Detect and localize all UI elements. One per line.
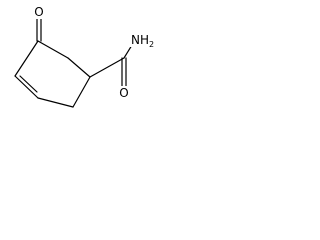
bond-c5-c6	[14, 75, 39, 99]
molecule-canvas: O NH2 O	[0, 0, 171, 120]
amide-nitrogen-bg	[128, 31, 160, 47]
bond-c4-c5	[37, 97, 74, 108]
bond-c7-n	[123, 44, 133, 59]
amide-oxygen-bg	[118, 86, 130, 100]
ketone-oxygen-bg	[33, 5, 45, 19]
bonds	[14, 17, 133, 108]
molecule-structure: O NH2 O	[14, 5, 160, 108]
bond-c3-c7	[89, 57, 125, 78]
amide-oxygen-label: O	[119, 86, 128, 100]
amide-nitrogen-symbol: NH	[131, 33, 149, 47]
atoms: O NH2 O	[33, 5, 160, 100]
bond-c2-c3	[67, 57, 91, 78]
amide-nitrogen-label: NH2	[131, 33, 154, 49]
bond-c6-c1	[14, 40, 39, 77]
bond-c3-c4	[72, 76, 91, 108]
ketone-oxygen-label: O	[34, 5, 43, 19]
bond-c1-c2	[37, 40, 69, 59]
amide-nitrogen-subscript: 2	[149, 40, 154, 49]
bond-c5-c6-inner	[19, 75, 38, 93]
